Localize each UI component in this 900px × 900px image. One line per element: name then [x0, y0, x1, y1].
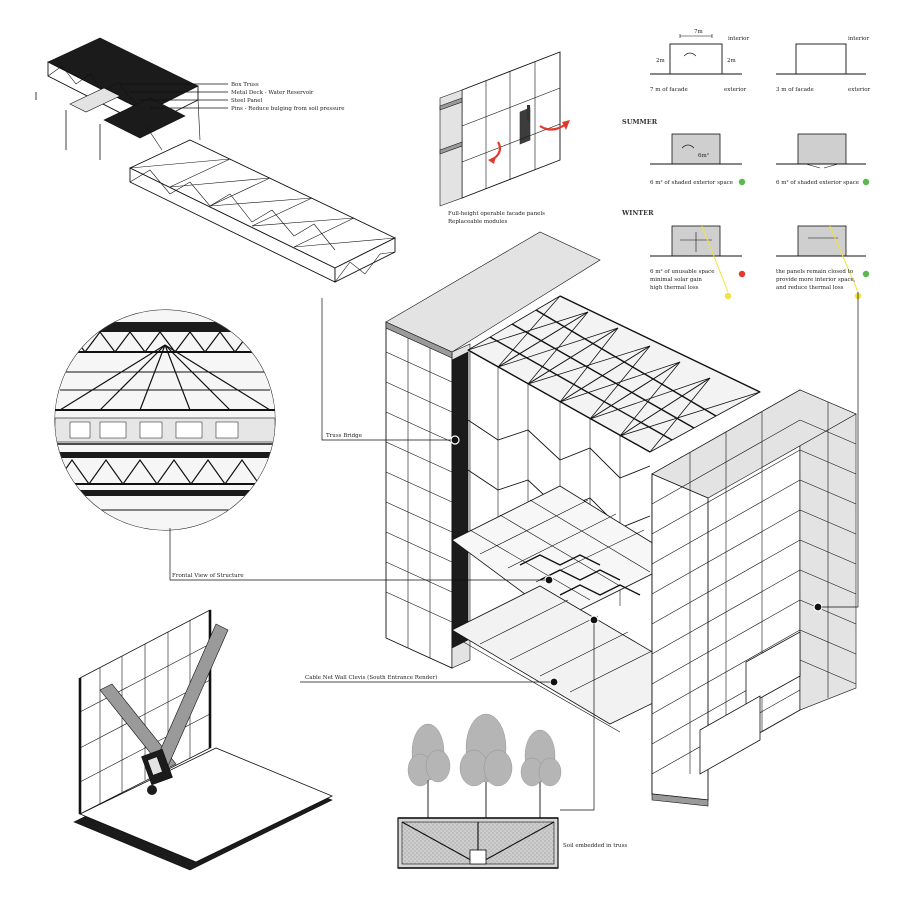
summer-header: SUMMER: [622, 118, 658, 126]
truss-bridge-callout-dot: [450, 435, 460, 445]
area-label: 6m²: [698, 152, 709, 159]
facade-3m-label: 3 m of facade: [776, 87, 814, 93]
summer-right-caption: 6 m² of shaded exterior space: [776, 179, 859, 186]
facade-7m-label: 7 m of facade: [650, 87, 688, 93]
facade-caption-line-1: Full-height operable facade panels: [448, 211, 545, 217]
exterior-label-2: exterior: [848, 87, 871, 93]
interior-label-2: interior: [848, 36, 869, 42]
frontal-view-detail-circle: [54, 309, 276, 531]
winter-header: WINTER: [621, 209, 654, 217]
winter-right-caption-1: the panels remain closed to: [776, 269, 854, 275]
cable-net-clevis-drawing: [73, 609, 333, 871]
soil-label: Soil embedded in truss: [563, 843, 627, 849]
box-truss-bridge-drawing: [35, 37, 397, 283]
exterior-label-1: exterior: [724, 87, 747, 93]
interior-label-1: interior: [728, 36, 749, 42]
summer-right-status-dot: [862, 178, 870, 186]
soil-truss-callout-dot: [589, 615, 599, 625]
truss-label-steel-panel: Steel Panel: [231, 98, 263, 104]
frontal-view-callout-dot: [544, 575, 554, 585]
frontal-view-label: Frontal View of Structure: [172, 573, 244, 579]
winter-left-caption-3: high thermal loss: [650, 285, 699, 291]
winter-left-status-dot: [738, 270, 746, 278]
cable-net-label: Cable Net Wall Clevis (South Entrance Re…: [305, 674, 437, 681]
seasonal-analysis-panel: [650, 34, 870, 300]
summer-left-caption: 6 m² of shaded exterior space: [650, 179, 733, 186]
winter-left-sun-dot: [724, 292, 732, 300]
facade-module-callout-dot: [813, 602, 823, 612]
winter-right-caption-2: provide more interior space,: [776, 277, 856, 283]
soil-truss-planter-drawing: [397, 713, 562, 869]
truss-bridge-label: Truss Bridge: [326, 433, 362, 439]
dim-right: 2m: [727, 58, 736, 64]
truss-label-metal-deck: Metal Deck - Water Reservoir: [231, 90, 314, 96]
operable-facade-drawing: [439, 51, 570, 207]
dim-top: 7m: [694, 29, 703, 35]
facade-caption-line-2: Replaceable modules: [448, 219, 507, 225]
truss-label-box-truss: Box Truss: [231, 82, 259, 88]
truss-label-pins: Pins - Reduce bulging from soil pressure: [231, 106, 344, 112]
winter-left-caption-2: minimal solar gain: [650, 277, 702, 283]
summer-left-status-dot: [738, 178, 746, 186]
winter-right-caption-3: and reduce thermal loss: [776, 285, 844, 291]
dim-left: 2m: [656, 58, 665, 64]
winter-right-status-dot: [862, 270, 870, 278]
cable-net-callout-dot: [549, 677, 559, 687]
main-building-axonometric: [385, 231, 857, 807]
winter-left-caption-1: 6 m² of unusable space: [650, 268, 714, 275]
